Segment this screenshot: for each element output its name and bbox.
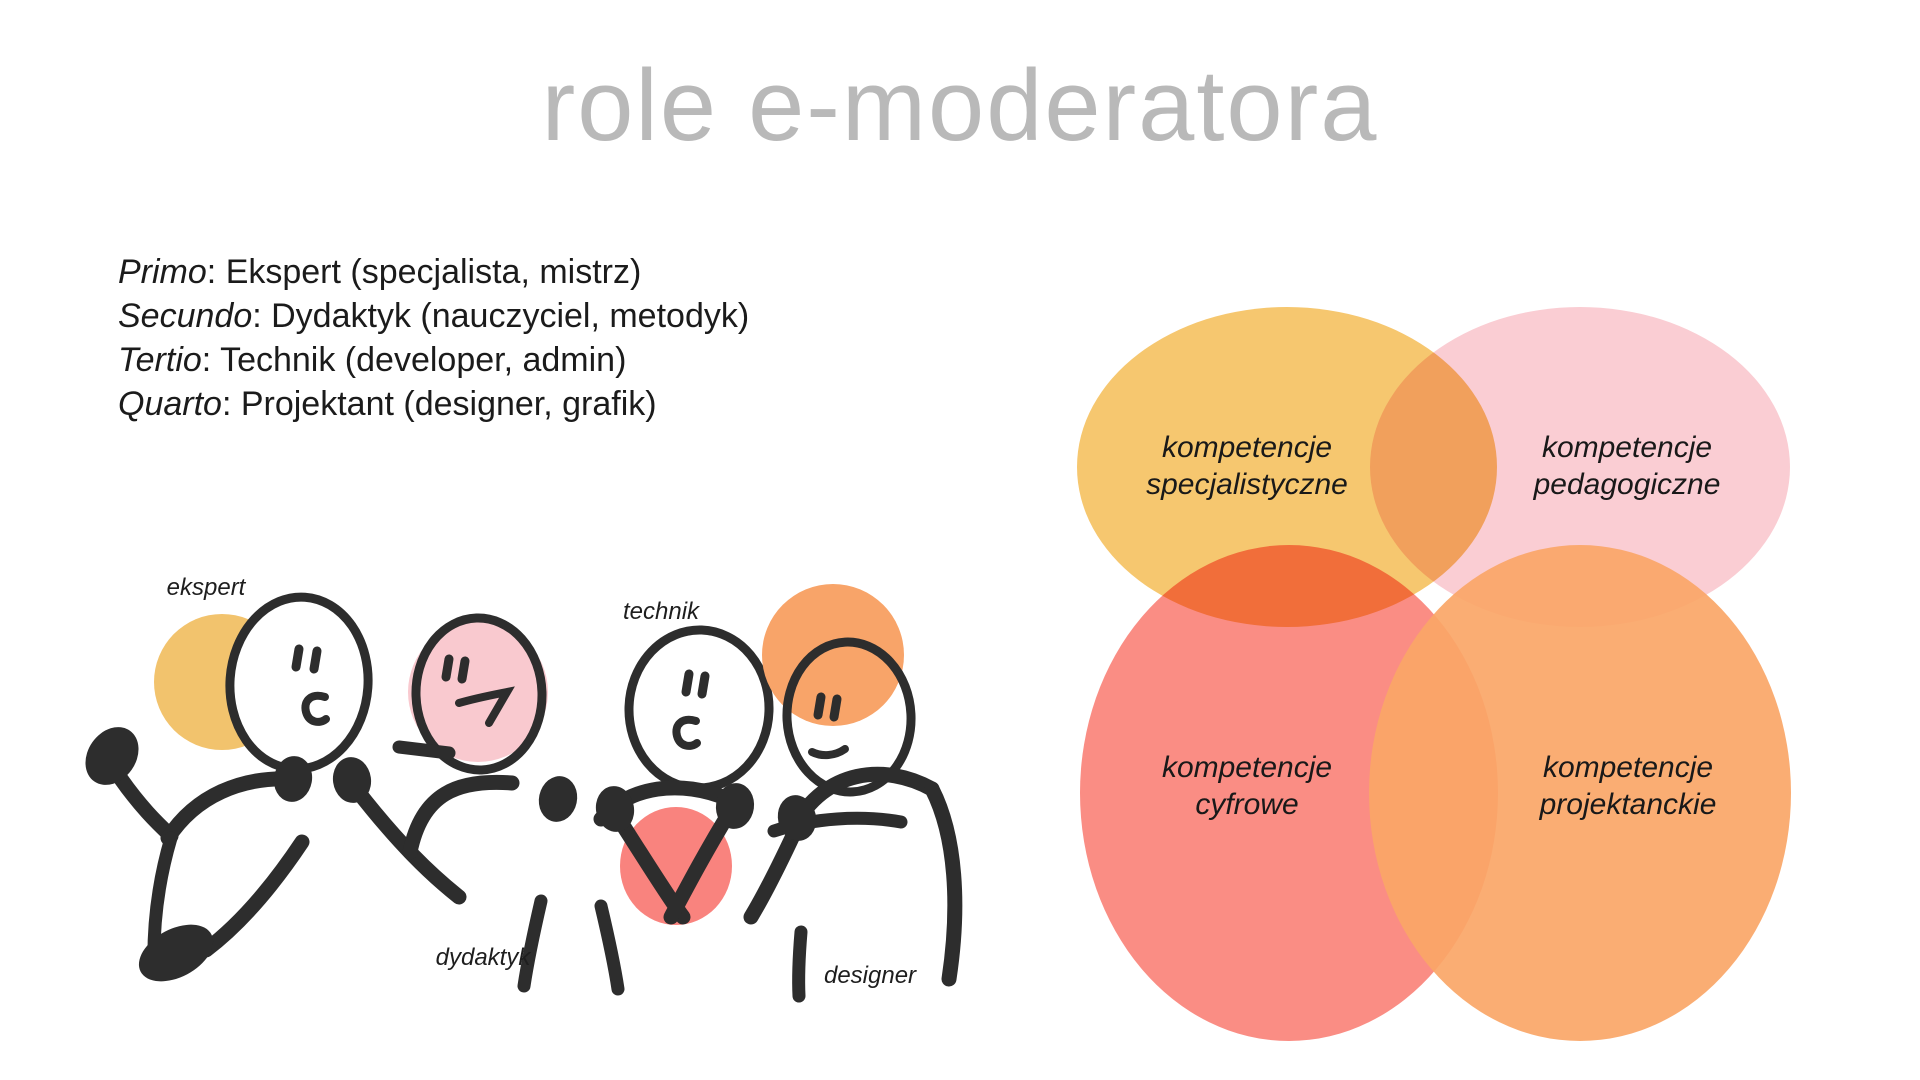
venn-circle-projektanckie xyxy=(1369,545,1791,1041)
roles-list: Primo: Ekspert (specjalista, mistrz) Sec… xyxy=(118,250,749,426)
venn-label-line: kompetencje xyxy=(1542,751,1714,784)
fist xyxy=(273,756,313,802)
role-text: : Ekspert (specjalista, mistrz) xyxy=(206,253,642,291)
role-text: : Projektant (designer, grafik) xyxy=(221,385,657,423)
eye xyxy=(291,644,304,672)
venn-label-line: kompetencje xyxy=(1161,431,1333,464)
fist xyxy=(538,776,578,822)
venn-circle-pedagogiczne xyxy=(1370,307,1790,627)
eye xyxy=(681,669,694,697)
role-lead: Quarto xyxy=(118,385,222,423)
sketch-hands xyxy=(85,727,817,982)
venn-label-specjalistyczne: kompetencje specjalistyczne xyxy=(1146,429,1348,503)
role-text: : Dydaktyk (nauczyciel, metodyk) xyxy=(252,297,750,335)
designer-accent-circle xyxy=(762,584,904,726)
page-title: role e-moderatora xyxy=(541,50,1379,162)
eye xyxy=(457,656,470,684)
fist xyxy=(715,783,755,829)
role-line-quarto: Quarto: Projektant (designer, grafik) xyxy=(118,382,749,426)
role-lead: Tertio xyxy=(118,341,202,379)
venn-label-line: cyfrowe xyxy=(1195,788,1299,821)
venn-label-line: pedagogiczne xyxy=(1533,468,1721,501)
dydaktyk-accent-circle xyxy=(408,622,548,762)
team-sketch-illustration xyxy=(85,584,963,1003)
designer-head xyxy=(782,637,916,797)
mouth xyxy=(672,715,701,750)
eye xyxy=(441,654,454,682)
sketch-label-dydaktyk: dydaktyk xyxy=(435,944,531,971)
raised-hand xyxy=(85,727,139,785)
fist xyxy=(595,786,635,832)
dydaktyk-head xyxy=(411,613,547,775)
role-line-secundo: Secundo: Dydaktyk (nauczyciel, metodyk) xyxy=(118,294,749,338)
venn-label-line: projektanckie xyxy=(1539,788,1717,821)
sketch-arms xyxy=(113,740,963,1003)
role-line-primo: Primo: Ekspert (specjalista, mistrz) xyxy=(118,250,749,294)
fist xyxy=(777,795,817,841)
sketch-label-ekspert: ekspert xyxy=(166,574,246,601)
venn-label-projektanckie: kompetencje projektanckie xyxy=(1540,749,1717,823)
eye xyxy=(697,671,710,699)
role-line-tertio: Tertio: Technik (developer, admin) xyxy=(118,338,749,382)
role-text: : Technik (developer, admin) xyxy=(201,341,627,379)
venn-label-line: kompetencje xyxy=(1541,431,1713,464)
venn-circle-specjalistyczne xyxy=(1077,307,1497,627)
venn-label-pedagogiczne: kompetencje pedagogiczne xyxy=(1534,429,1721,503)
mouth xyxy=(455,686,515,727)
red-accent-circle xyxy=(620,807,732,925)
fist xyxy=(332,757,372,803)
eye xyxy=(813,692,826,720)
venn-label-line: kompetencje xyxy=(1161,751,1333,784)
eye xyxy=(309,646,322,674)
venn-circle-cyfrowe xyxy=(1080,545,1498,1041)
role-lead: Secundo xyxy=(118,297,253,335)
role-lead: Primo xyxy=(118,253,207,291)
venn-diagram xyxy=(1077,307,1791,1041)
sketch-faces xyxy=(291,644,849,760)
technik-head xyxy=(624,625,774,793)
mouth xyxy=(301,691,330,726)
shoe xyxy=(138,924,214,982)
sketch-label-technik: technik xyxy=(622,598,700,625)
venn-label-cyfrowe: kompetencje cyfrowe xyxy=(1162,749,1332,823)
mouth xyxy=(808,745,849,760)
sketch-label-designer: designer xyxy=(823,962,917,989)
venn-label-line: specjalistyczne xyxy=(1146,468,1348,501)
eye xyxy=(829,694,842,722)
